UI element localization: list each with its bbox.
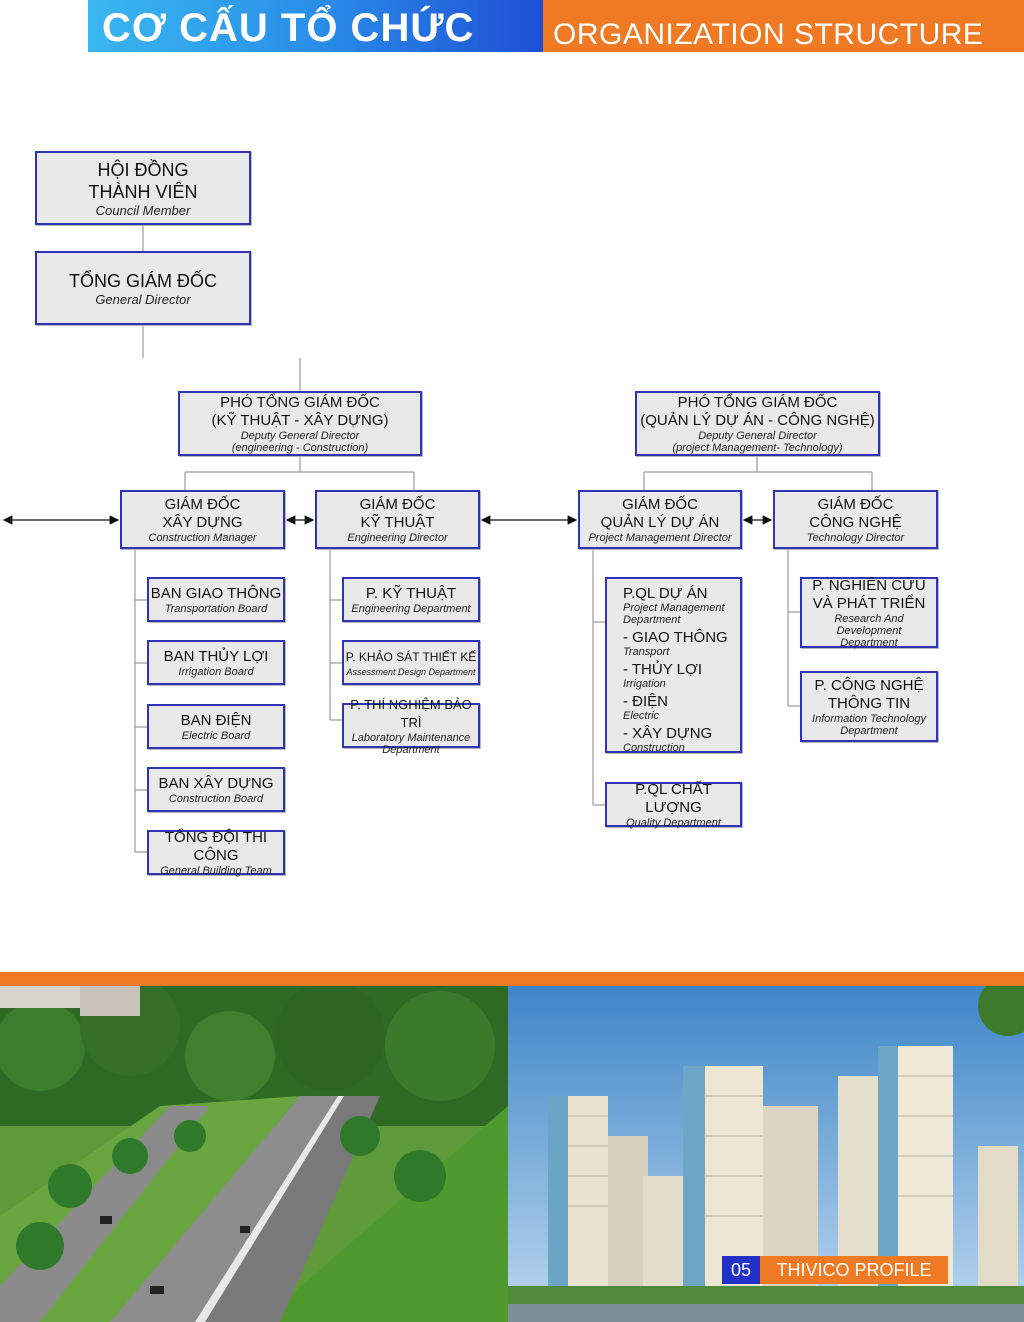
project-dept-item-construction-vn: - XÂY DỰNG — [623, 725, 713, 742]
board-label-vn: BAN ĐIỆN — [180, 711, 252, 729]
it-dept-label-vn: P. CÔNG NGHỆ THÔNG TIN — [814, 676, 924, 712]
header-title-band-orange — [543, 0, 1024, 52]
technology-director-box: GIÁM ĐỐC CÔNG NGHỆ Technology Director — [773, 490, 938, 549]
dept-label-en: Assessment Design Department — [346, 666, 476, 677]
general-director-label-en: General Director — [95, 291, 191, 307]
deputy-director-engineering-box: PHÓ TỔNG GIÁM ĐỐC (KỸ THUẬT - XÂY DỰNG) … — [178, 391, 422, 456]
council-member-label-vn: HỘI ĐỒNG THÀNH VIÊN — [88, 159, 198, 202]
irrigation-board-box: BAN THỦY LỢI Irrigation Board — [147, 640, 285, 685]
project-dept-item-construction-en: Construction — [623, 742, 685, 754]
deputy-project-label-en: Deputy General Director (project Managem… — [672, 429, 843, 454]
laboratory-maintenance-department-box: P. THÍ NGHIỆM BẢO TRÌ Laboratory Mainten… — [342, 697, 480, 756]
engineering-department-box: P. KỸ THUẬT Engineering Department — [342, 577, 480, 622]
board-label-en: Irrigation Board — [178, 665, 254, 678]
dept-label-en: Laboratory Maintenance Department — [351, 731, 471, 756]
board-label-vn: TỔNG ĐỘI THI CÔNG — [164, 828, 268, 864]
construction-manager-label-vn: GIÁM ĐỐC XÂY DỰNG — [162, 495, 243, 531]
board-label-en: Construction Board — [168, 792, 264, 805]
project-dept-item-transport-vn: - GIAO THÔNG — [623, 629, 728, 646]
project-director-label-en: Project Management Director — [588, 531, 732, 544]
general-director-label-vn: TỔNG GIÁM ĐỐC — [69, 270, 217, 291]
page-title-english: ORGANIZATION STRUCTURE — [553, 18, 984, 51]
project-dept-label-en: Project Management Department — [623, 602, 725, 626]
construction-manager-label-en: Construction Manager — [148, 531, 257, 544]
project-management-director-box: GIÁM ĐỐC QUẢN LÝ DỰ ÁN Project Managemen… — [578, 490, 742, 549]
research-development-department-box: P. NGHIÊN CỨU VÀ PHÁT TRIỂN Research And… — [800, 576, 938, 649]
project-dept-item-irrigation-vn: - THỦY LỢI — [623, 661, 702, 678]
information-technology-department-box: P. CÔNG NGHỆ THÔNG TIN Information Techn… — [800, 671, 938, 742]
dept-label-vn: P. THÍ NGHIỆM BẢO TRÌ — [350, 696, 472, 730]
construction-board-box: BAN XÂY DỰNG Construction Board — [147, 767, 285, 812]
project-director-label-vn: GIÁM ĐỐC QUẢN LÝ DỰ ÁN — [600, 495, 720, 531]
electric-board-box: BAN ĐIỆN Electric Board — [147, 704, 285, 749]
project-dept-item-transport-en: Transport — [623, 646, 670, 658]
deputy-director-project-box: PHÓ TỔNG GIÁM ĐỐC (QUẢN LÝ DỰ ÁN - CÔNG … — [635, 391, 880, 456]
transportation-board-box: BAN GIAO THÔNG Transportation Board — [147, 577, 285, 622]
board-label-vn: BAN GIAO THÔNG — [150, 584, 282, 602]
engineering-director-label-en: Engineering Director — [347, 531, 448, 544]
board-label-en: Transportation Board — [164, 602, 268, 615]
project-dept-item-irrigation-en: Irrigation — [623, 678, 666, 690]
board-label-en: Electric Board — [181, 729, 251, 742]
board-label-vn: BAN XÂY DỰNG — [158, 774, 274, 792]
project-dept-item-electric-vn: - ĐIỆN — [623, 693, 668, 710]
rd-dept-label-en: Research And Development Department — [834, 612, 904, 649]
board-label-en: General Building Team — [160, 864, 272, 877]
technology-director-label-vn: GIÁM ĐỐC CÔNG NGHỆ — [809, 495, 902, 531]
brand-profile-label: THIVICO PROFILE — [760, 1256, 948, 1284]
board-label-vn: BAN THỦY LỢI — [163, 647, 269, 665]
dept-label-vn: P. KỸ THUẬT — [365, 584, 457, 602]
assessment-design-department-box: P. KHẢO SÁT THIẾT KẾ Assessment Design D… — [342, 640, 480, 685]
technology-director-label-en: Technology Director — [806, 531, 905, 544]
deputy-engineering-label-en: Deputy General Director (engineering - C… — [231, 429, 369, 454]
dept-label-vn: P. KHẢO SÁT THIẾT KẾ — [345, 649, 477, 664]
page-title-vietnamese: CƠ CẤU TỔ CHỨC — [102, 6, 475, 50]
project-dept-label-vn: P.QL DỰ ÁN — [623, 585, 708, 602]
engineering-director-label-vn: GIÁM ĐỐC KỸ THUẬT — [359, 495, 436, 531]
construction-manager-box: GIÁM ĐỐC XÂY DỰNG Construction Manager — [120, 490, 285, 549]
general-building-team-box: TỔNG ĐỘI THI CÔNG General Building Team — [147, 828, 285, 877]
it-dept-label-en: Information Technology Department — [812, 712, 926, 737]
header-title-band-blue — [88, 0, 543, 52]
council-member-box: HỘI ĐỒNG THÀNH VIÊN Council Member — [35, 151, 251, 225]
page-number-badge: 05 — [722, 1256, 760, 1284]
footer-orange-band — [0, 972, 1024, 986]
deputy-engineering-label-vn: PHÓ TỔNG GIÁM ĐỐC (KỸ THUẬT - XÂY DỰNG) — [211, 393, 389, 429]
general-director-box: TỔNG GIÁM ĐỐC General Director — [35, 251, 251, 325]
engineering-director-box: GIÁM ĐỐC KỸ THUẬT Engineering Director — [315, 490, 480, 549]
rd-dept-label-vn: P. NGHIÊN CỨU VÀ PHÁT TRIỂN — [812, 576, 926, 612]
quality-dept-label-en: Quality Department — [626, 816, 721, 829]
deputy-project-label-vn: PHÓ TỔNG GIÁM ĐỐC (QUẢN LÝ DỰ ÁN - CÔNG … — [640, 393, 875, 429]
project-dept-item-electric-en: Electric — [623, 710, 660, 722]
dept-label-en: Engineering Department — [351, 602, 471, 615]
street-boulevard-photo — [0, 986, 508, 1322]
org-chart-connectors — [2, 224, 873, 853]
quality-dept-label-vn: P.QL CHẤT LƯỢNG — [635, 780, 712, 816]
council-member-label-en: Council Member — [95, 202, 191, 218]
project-management-department-box: P.QL DỰ ÁN Project Management Department… — [605, 577, 742, 754]
quality-department-box: P.QL CHẤT LƯỢNG Quality Department — [605, 780, 742, 829]
